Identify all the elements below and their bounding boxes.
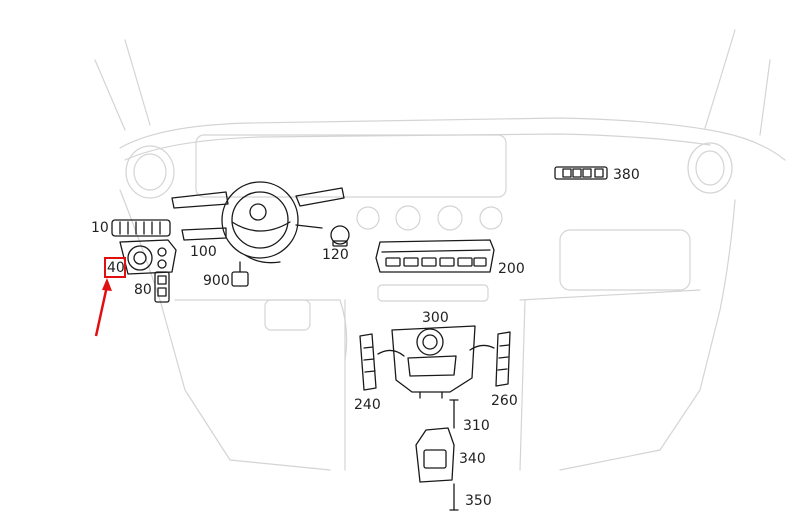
part-80-switch	[154, 271, 170, 303]
label-part-300: 300	[422, 310, 449, 326]
center-vent-1	[356, 206, 380, 230]
label-part-260: 260	[491, 393, 518, 409]
part-40-highlight-box	[104, 257, 126, 278]
left-knee-panel	[264, 299, 311, 331]
label-part-310: 310	[463, 418, 490, 434]
dash-upper-contour-2	[124, 133, 711, 161]
part-40-light-switch	[119, 239, 177, 275]
part-310-screw	[449, 399, 459, 429]
dash-lower-left	[174, 299, 348, 361]
dash-body-right	[559, 199, 736, 471]
part-200-climate-panel	[375, 239, 495, 273]
roof-line-right-2	[759, 59, 771, 136]
part-900-connector	[231, 261, 249, 287]
dash-lower-right	[519, 289, 701, 301]
part-10-switch-panel	[111, 219, 171, 237]
center-tunnel-right	[519, 299, 526, 471]
left-air-vent	[125, 145, 175, 199]
label-part-80: 80	[134, 282, 152, 298]
part-380-overhead-switch	[554, 166, 608, 180]
center-vent-3	[437, 205, 463, 231]
label-part-10: 10	[91, 220, 109, 236]
roof-line-right	[704, 29, 736, 129]
label-part-40: 40	[107, 260, 125, 276]
part-350-screw	[449, 483, 459, 511]
part-300-center-console-controller	[391, 325, 476, 399]
right-air-vent-inner	[695, 150, 725, 186]
part-240-left-switch-strip	[359, 333, 405, 391]
roof-line-left	[94, 59, 126, 131]
label-part-350: 350	[465, 493, 492, 509]
label-part-240: 240	[354, 397, 381, 413]
center-vent-4	[479, 206, 503, 230]
label-part-120: 120	[322, 247, 349, 263]
label-part-340: 340	[459, 451, 486, 467]
glovebox-outline	[559, 229, 691, 291]
label-part-100: 100	[190, 244, 217, 260]
lower-vent-strip	[377, 284, 489, 302]
label-part-200: 200	[498, 261, 525, 277]
part-100-steering-column-switch	[171, 181, 345, 264]
center-vent-2	[395, 205, 421, 231]
central-display-outline	[195, 134, 507, 198]
highlight-arrow	[94, 278, 112, 337]
left-air-vent-inner	[133, 153, 167, 191]
part-340-cover	[415, 427, 455, 483]
dash-upper-contour	[119, 117, 786, 161]
label-part-900: 900	[203, 273, 230, 289]
label-part-380: 380	[613, 167, 640, 183]
roof-line-left-2	[124, 39, 151, 126]
right-air-vent	[687, 142, 733, 194]
part-260-right-switch-strip	[469, 331, 511, 387]
part-120-start-button	[330, 225, 350, 247]
